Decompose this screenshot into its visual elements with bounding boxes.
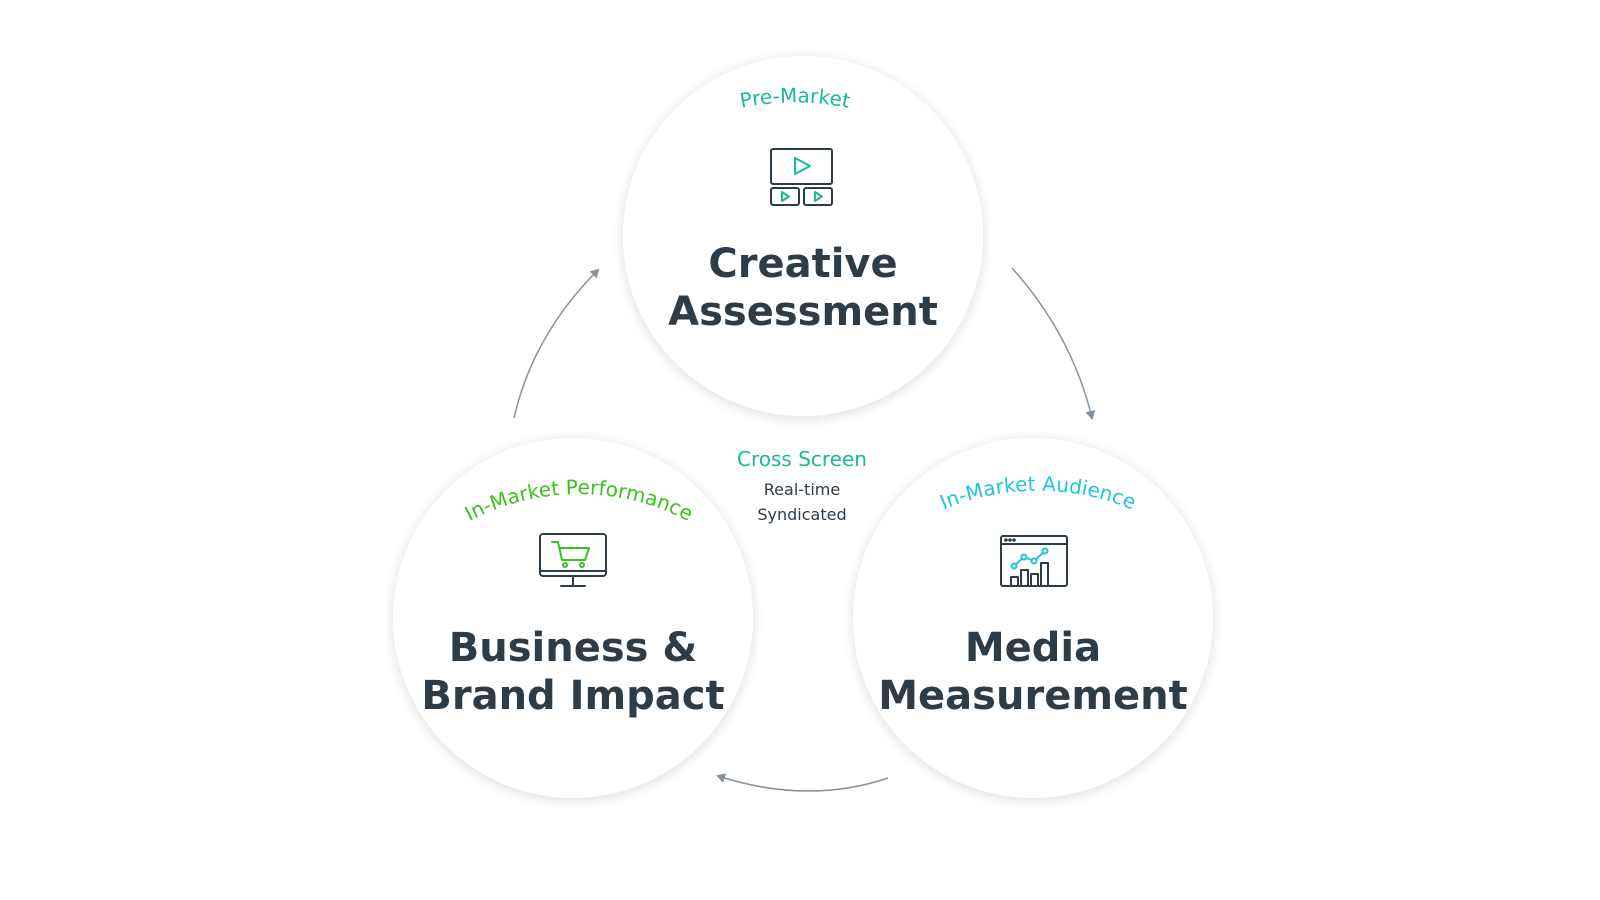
- title-creative-line2: Assessment: [668, 289, 938, 335]
- center-line-realtime: Real-time: [764, 480, 840, 499]
- arrow-media-to-business: [716, 773, 889, 792]
- video-playlist-icon: [770, 148, 833, 206]
- title-media-line1: Media: [965, 625, 1101, 671]
- center-line-syndicated: Syndicated: [757, 505, 846, 524]
- circle-media-measurement: [853, 438, 1213, 798]
- title-business-line1: Business &: [449, 625, 698, 671]
- circle-creative-assessment: [623, 56, 983, 416]
- center-title: Cross Screen: [737, 447, 867, 471]
- arrow-creative-to-media: [1011, 267, 1096, 420]
- title-media-line2: Measurement: [878, 673, 1187, 719]
- title-business-line2: Brand Impact: [421, 673, 724, 719]
- arrow-business-to-creative: [513, 268, 600, 419]
- analytics-dashboard-icon: [1000, 535, 1068, 587]
- circle-business-brand-impact: [393, 438, 753, 798]
- shopping-cart-monitor-icon: [539, 533, 607, 587]
- title-creative-line1: Creative: [708, 241, 897, 287]
